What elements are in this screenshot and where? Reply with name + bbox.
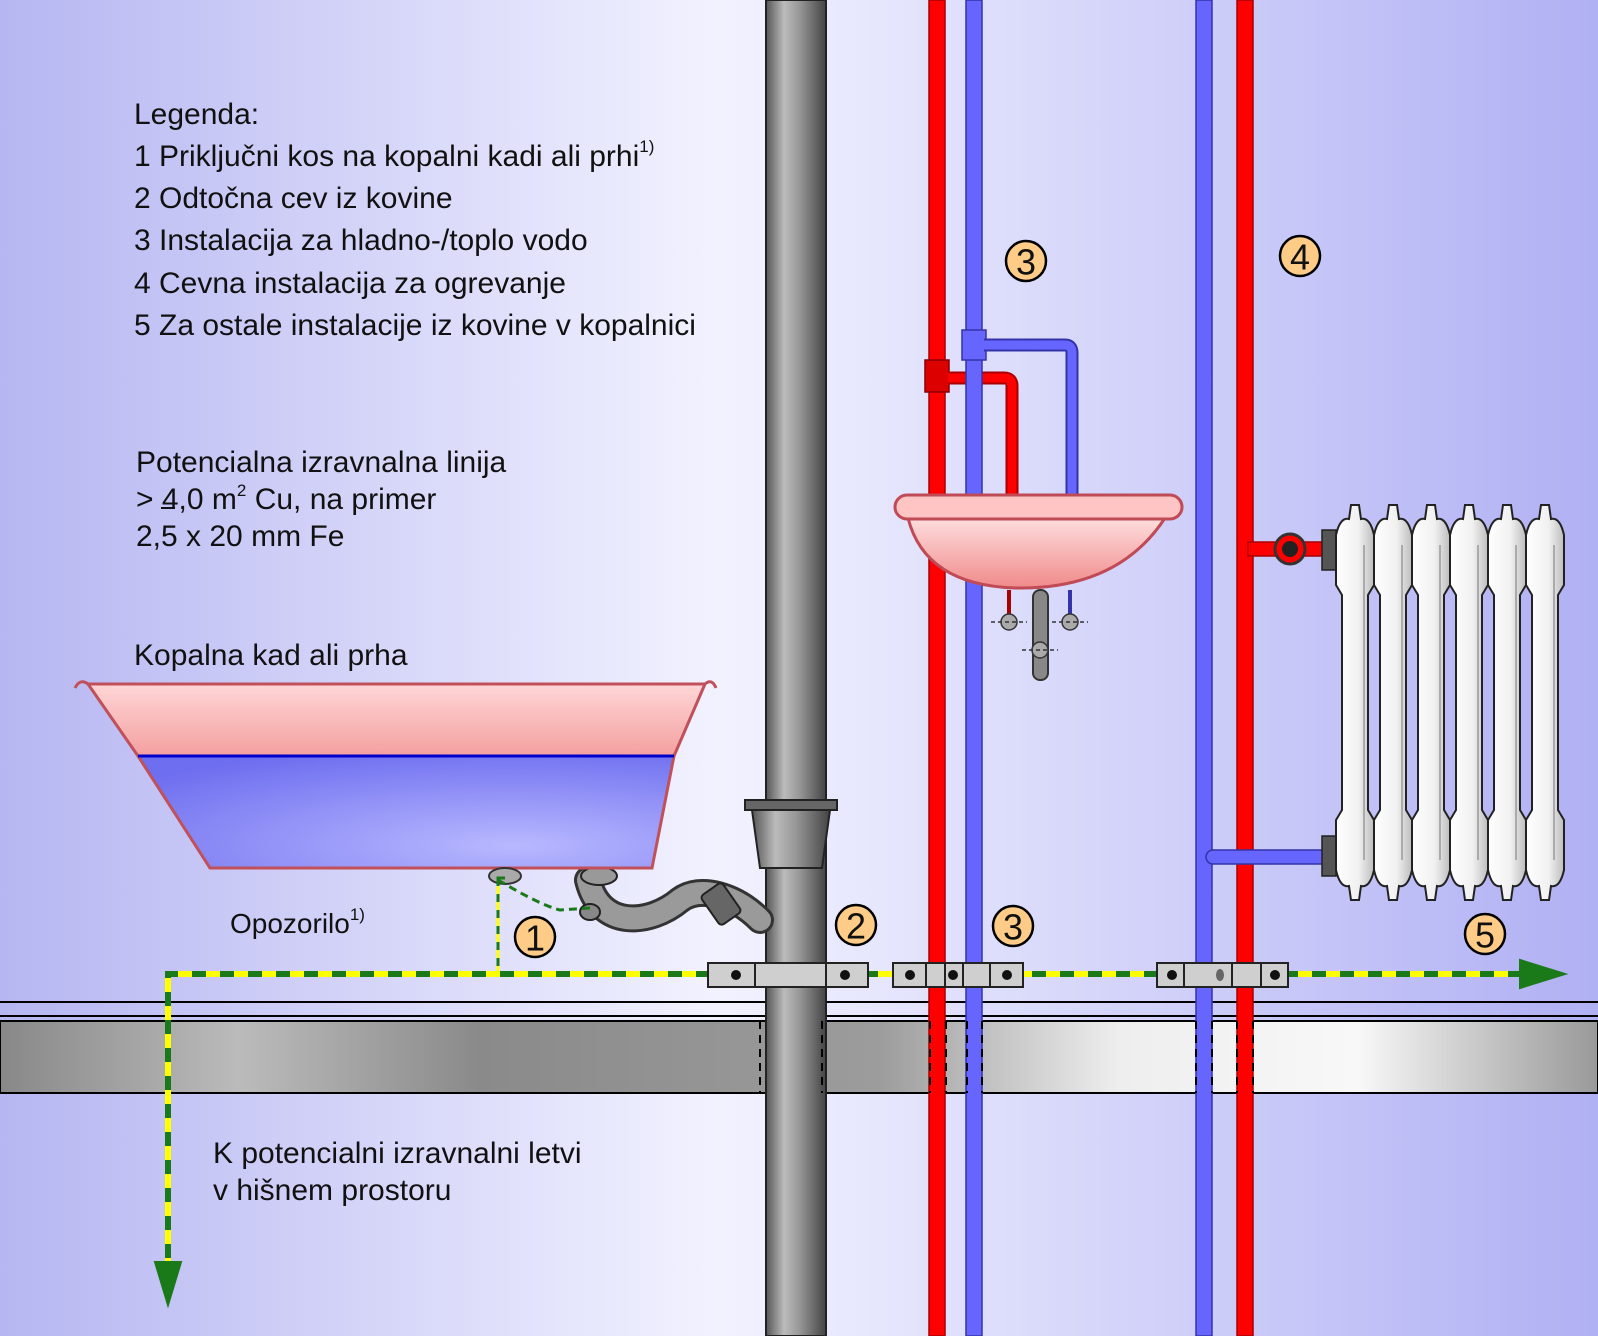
marker-5: 5	[1463, 912, 1507, 956]
pipe-clamp-drain	[707, 962, 869, 988]
marker-3-upper: 3	[1004, 239, 1048, 283]
legend-item-1-footnote: 1)	[639, 137, 654, 156]
marker-4-number: 4	[1290, 237, 1310, 278]
marker-2-number: 2	[846, 906, 866, 947]
bar-note-line2: v hišnem prostoru	[213, 1174, 451, 1207]
conductor-note-suffix: Cu, na primer	[246, 483, 436, 516]
overflow-label: Opozorilo1)	[230, 905, 365, 939]
marker-3-lower-number: 3	[1003, 907, 1023, 948]
legend-item-5: 5 Za ostale instalacije iz kovine v kopa…	[134, 309, 696, 342]
bar-note-line1: K potencialni izravnalni letvi	[213, 1137, 582, 1170]
bathtub-label: Kopalna kad ali prha	[134, 639, 408, 672]
bonding-conductor	[153, 876, 1569, 1309]
floor-penetrations	[759, 1021, 1254, 1093]
drain-pipe	[744, 0, 838, 1336]
marker-1: 1	[513, 915, 557, 959]
legend-title: Legenda:	[134, 98, 259, 131]
legend-item-3: 3 Instalacija za hladno-/toplo vodo	[134, 224, 588, 257]
tub-siphon	[574, 866, 774, 934]
marker-1-number: 1	[525, 918, 545, 959]
valve-symbols	[991, 613, 1088, 659]
radiator-fin	[1335, 504, 1375, 901]
conductor-note-line1: Potencialna izravnalna linija	[136, 446, 507, 479]
bathtub	[73, 680, 718, 885]
overflow-label-footnote: 1)	[350, 905, 365, 924]
radiator-fin	[1525, 504, 1565, 901]
marker-4: 4	[1278, 234, 1322, 278]
marker-3-lower: 3	[991, 904, 1035, 948]
overflow-label-text: Opozorilo	[230, 908, 350, 939]
radiator	[1321, 504, 1565, 901]
legend-item-4: 4 Cevna instalacija za ogrevanje	[134, 267, 566, 300]
legend-item-2: 2 Odtočna cev iz kovine	[134, 182, 453, 215]
legend-item-1-text: 1 Priključni kos na kopalni kadi ali prh…	[134, 140, 639, 173]
heating-supply-pipe	[1236, 0, 1329, 1336]
radiator-fin	[1411, 504, 1451, 901]
conductor-note-value: 4,0 m	[162, 483, 237, 516]
conductor-note-exponent: 2	[237, 481, 246, 500]
cold-water-pipe	[961, 0, 1079, 1336]
washbasin	[893, 493, 1184, 681]
conductor-note: Potencialna izravnalna linija > 4,0 m2 C…	[136, 446, 507, 553]
legend: Legenda: 1 Priključni kos na kopalni kad…	[134, 98, 696, 342]
conductor-note-line2: > 4,0 m2 Cu, na primer	[136, 481, 436, 516]
radiator-fin	[1449, 504, 1489, 901]
marker-5-number: 5	[1475, 915, 1495, 956]
pipe-clamp-water	[892, 962, 1024, 988]
radiator-fin	[1373, 504, 1413, 901]
legend-item-1: 1 Priključni kos na kopalni kadi ali prh…	[134, 137, 654, 173]
pipe-clamp-heating	[1156, 962, 1289, 988]
heating-return-pipe	[1195, 0, 1329, 1336]
marker-2: 2	[834, 903, 878, 947]
marker-3-upper-number: 3	[1016, 242, 1036, 283]
radiator-fin	[1487, 504, 1527, 901]
conductor-note-prefix: >	[136, 483, 162, 516]
hot-water-pipe	[924, 0, 1019, 1336]
conductor-note-line3: 2,5 x 20 mm Fe	[136, 520, 344, 553]
